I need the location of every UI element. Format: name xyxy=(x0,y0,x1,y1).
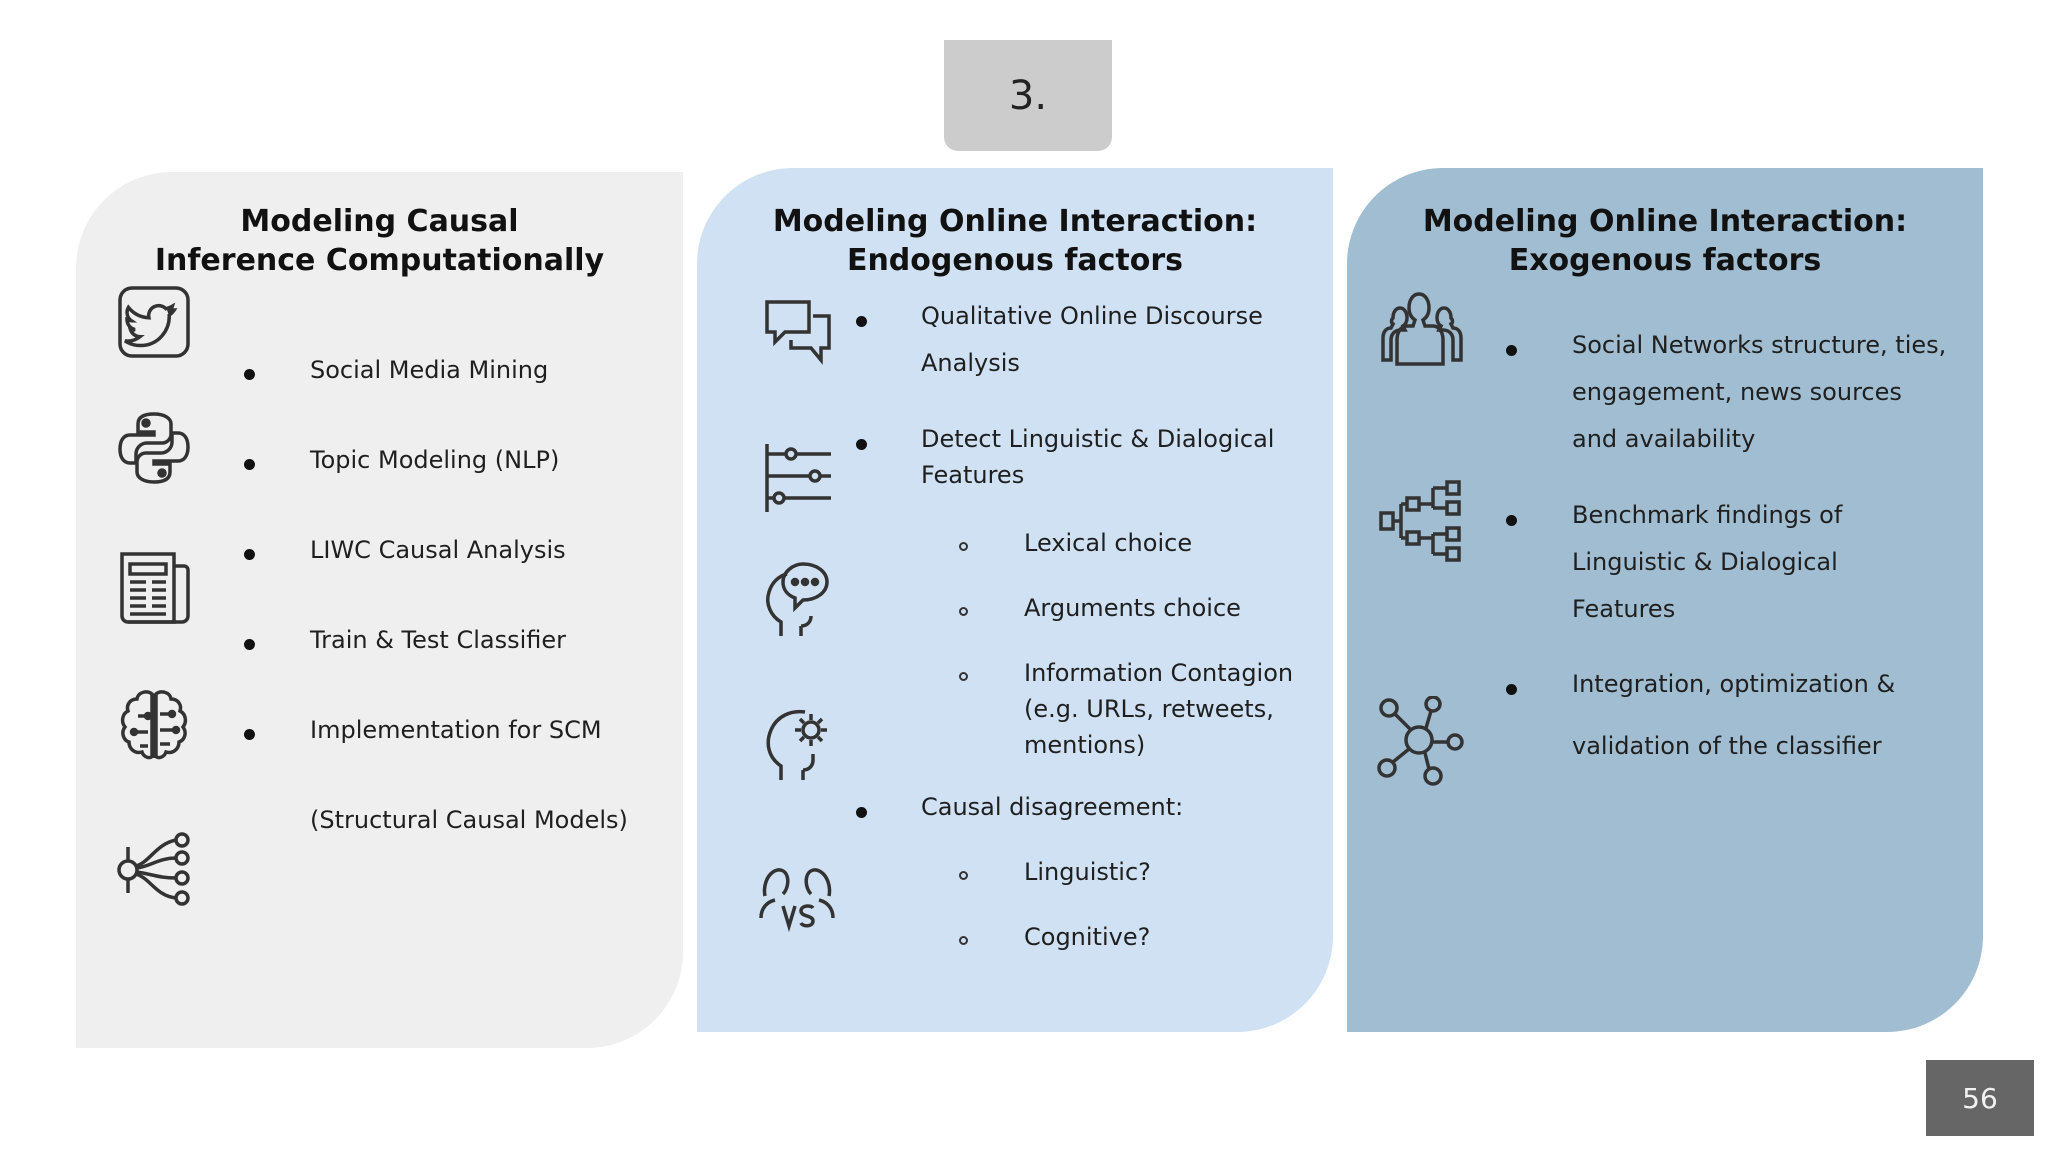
twitter-icon xyxy=(116,284,192,360)
list-item: Social Media Mining xyxy=(310,356,549,384)
hub-network-icon xyxy=(1375,696,1465,786)
page-number: 56 xyxy=(1926,1060,2034,1136)
newspaper-icon xyxy=(114,548,196,628)
sub-bullet xyxy=(959,607,968,616)
bullet xyxy=(1506,345,1517,356)
sub-bullet xyxy=(959,936,968,945)
list-item: Linguistic? xyxy=(1024,858,1151,886)
list-item: Arguments choice xyxy=(1024,594,1241,622)
sub-bullet xyxy=(959,871,968,880)
panel-title-line2: Inference Computationally xyxy=(154,243,605,278)
network-tree-icon xyxy=(112,828,196,912)
brain-circuit-icon xyxy=(116,686,192,766)
panel-title: Modeling Online Interaction: Exogenous f… xyxy=(1347,202,1983,280)
list-item: and availability xyxy=(1572,425,1756,453)
bullet xyxy=(244,639,255,650)
list-item: Lexical choice xyxy=(1024,529,1193,557)
list-item: Benchmark findings of xyxy=(1572,501,1843,529)
list-item: Train & Test Classifier xyxy=(310,626,567,654)
head-gear-icon xyxy=(761,704,837,784)
head-speech-icon xyxy=(761,560,837,640)
panel-title: Modeling Online Interaction: Endogenous … xyxy=(697,202,1333,280)
python-icon xyxy=(116,408,192,488)
list-item: (Structural Causal Models) xyxy=(310,806,628,834)
list-item: Linguistic & Dialogical xyxy=(1572,548,1838,576)
bullet xyxy=(1506,684,1517,695)
panel-title-line2: Exogenous factors xyxy=(1508,243,1822,278)
list-item: engagement, news sources xyxy=(1572,378,1902,406)
panel-title-line2: Endogenous factors xyxy=(846,243,1184,278)
list-item: Detect Linguistic & Dialogical xyxy=(921,425,1275,453)
list-item: Features xyxy=(1572,595,1676,623)
bullet xyxy=(856,439,867,450)
panel-title-line1: Modeling Online Interaction: xyxy=(1422,204,1908,239)
list-item: Topic Modeling (NLP) xyxy=(310,446,560,474)
people-versus-icon xyxy=(755,858,839,934)
group-icon xyxy=(1379,288,1465,372)
panel-exogenous-factors: Modeling Online Interaction: Exogenous f… xyxy=(1347,168,1983,1032)
panel-endogenous-factors: Modeling Online Interaction: Endogenous … xyxy=(697,168,1333,1032)
list-item: LIWC Causal Analysis xyxy=(310,536,566,564)
bullet xyxy=(244,459,255,470)
step-label: 3. xyxy=(944,40,1112,151)
chat-bubbles-icon xyxy=(761,296,835,366)
sub-bullet xyxy=(959,542,968,551)
bullet xyxy=(1506,515,1517,526)
list-item: Integration, optimization & xyxy=(1572,670,1896,698)
list-item: Analysis xyxy=(921,349,1020,377)
list-item: Information Contagion xyxy=(1024,659,1294,687)
list-item: Cognitive? xyxy=(1024,923,1151,951)
bullet xyxy=(244,549,255,560)
sub-bullet xyxy=(959,672,968,681)
bullet xyxy=(244,369,255,380)
bullet xyxy=(856,316,867,327)
panel-causal-inference: Modeling Causal Inference Computationall… xyxy=(76,172,683,1048)
panel-title-line1: Modeling Online Interaction: xyxy=(772,204,1258,239)
list-item: Features xyxy=(921,461,1025,489)
bullet xyxy=(244,729,255,740)
panel-title: Modeling Causal Inference Computationall… xyxy=(76,202,683,280)
list-item: Implementation for SCM xyxy=(310,716,602,744)
sliders-icon xyxy=(761,440,835,516)
list-item: mentions) xyxy=(1024,731,1146,759)
bullet xyxy=(856,807,867,818)
panel-title-line1: Modeling Causal xyxy=(240,204,519,239)
list-item: Causal disagreement: xyxy=(921,793,1184,821)
list-item: (e.g. URLs, retweets, xyxy=(1024,695,1274,723)
hierarchy-icon xyxy=(1379,478,1465,564)
list-item: validation of the classifier xyxy=(1572,732,1882,760)
list-item: Social Networks structure, ties, xyxy=(1572,331,1947,359)
list-item: Qualitative Online Discourse xyxy=(921,302,1263,330)
